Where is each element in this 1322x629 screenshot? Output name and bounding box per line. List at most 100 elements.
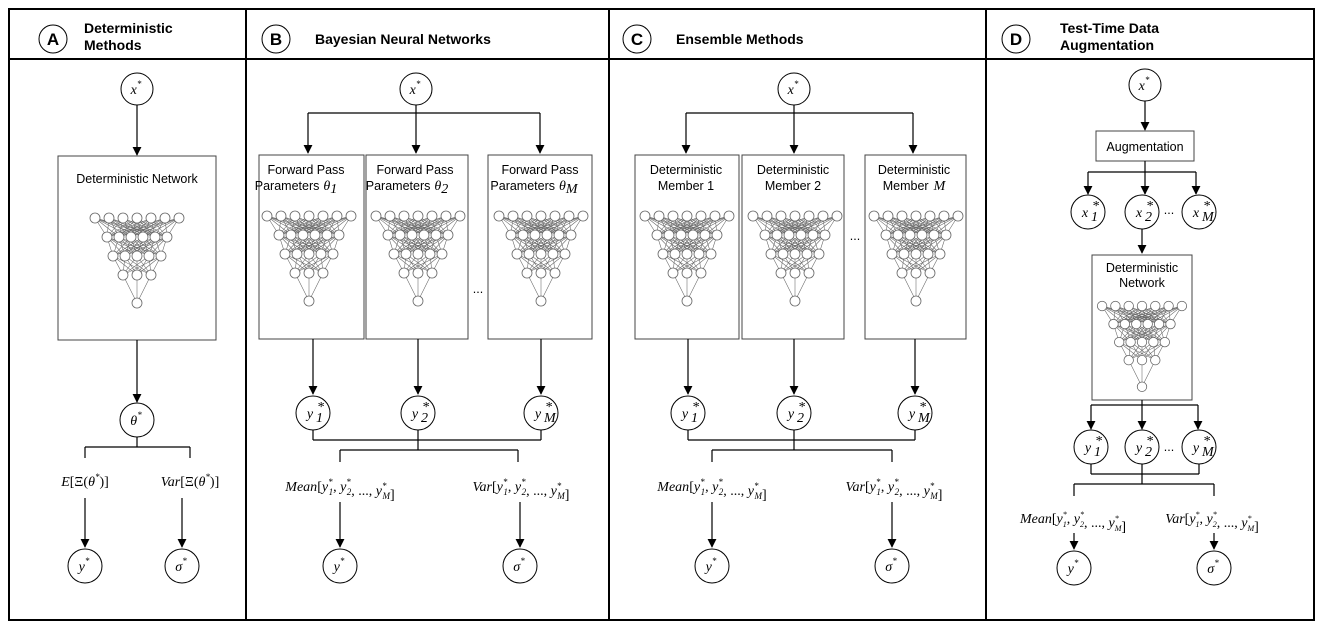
panel-title: Ensemble Methods: [676, 31, 804, 47]
network-label-line: Deterministic: [1106, 261, 1178, 275]
input-node: [1128, 68, 1162, 102]
svg-text:*: *: [1092, 199, 1099, 214]
node-label: y*M: [1191, 434, 1215, 460]
svg-text:y: y: [410, 407, 419, 422]
variance-expression: Var[y*1, y*2, ..., y*M]: [1165, 510, 1259, 535]
svg-text:2: 2: [421, 411, 428, 426]
svg-text:2: 2: [797, 411, 804, 426]
svg-text:y: y: [1191, 441, 1200, 456]
svg-text:*: *: [692, 400, 699, 415]
panel-letter: B: [270, 30, 282, 49]
svg-text:σ*: σ*: [513, 556, 525, 575]
box-label-line: Deterministic: [878, 163, 950, 177]
neural-network-icon: [89, 212, 185, 309]
svg-text:Var[y*1, y*2, ..., y*M]: Var[y*1, y*2, ..., y*M]: [473, 477, 570, 503]
node-label: σ*: [513, 556, 525, 575]
svg-text:y*: y*: [332, 556, 345, 575]
node-label: σ*: [1207, 558, 1219, 577]
svg-text:y: y: [907, 407, 916, 422]
node-label: y*1: [305, 400, 324, 426]
node-label: y*: [704, 556, 717, 575]
neural-network-icon: [493, 210, 589, 307]
network-label: Deterministic Network: [76, 172, 198, 186]
ellipsis: ...: [473, 282, 483, 296]
svg-text:x*: x*: [1138, 75, 1150, 94]
output-sigma-node: [1196, 550, 1232, 586]
node-label: x*: [787, 79, 799, 98]
node-label: x*M: [1192, 199, 1215, 225]
node-label: σ*: [885, 556, 897, 575]
output-mean-node: [1056, 550, 1092, 586]
svg-text:*: *: [1146, 199, 1153, 214]
svg-text:y: y: [1134, 441, 1143, 456]
node-label: y*2: [1134, 434, 1153, 460]
svg-text:y: y: [1083, 441, 1092, 456]
svg-text:y*: y*: [704, 556, 717, 575]
neural-network-icon: [747, 210, 843, 307]
svg-text:1: 1: [316, 411, 323, 426]
node-label: x*1: [1081, 199, 1099, 225]
svg-text:Mean[y*1, y*2, ..., y*M]: Mean[y*1, y*2, ..., y*M]: [284, 477, 394, 503]
output-mean-node: [322, 548, 358, 584]
svg-text:y*: y*: [1066, 558, 1079, 577]
ellipsis: ...: [850, 229, 860, 243]
svg-text:x*: x*: [787, 79, 799, 98]
svg-text:y: y: [786, 407, 795, 422]
node-label: x*2: [1135, 199, 1153, 225]
input-node: [777, 72, 811, 106]
panel-title-line: Deterministic: [84, 20, 173, 36]
input-node: [399, 72, 433, 106]
box-label-line: Deterministic: [757, 163, 829, 177]
variance-expression: Var[Ξ(θ*)]: [161, 472, 220, 490]
svg-text:M: M: [917, 411, 931, 426]
panel-title: Bayesian Neural Networks: [315, 31, 491, 47]
output-sigma-node: [874, 548, 910, 584]
svg-text:Var[y*1, y*2, ..., y*M]: Var[y*1, y*2, ..., y*M]: [846, 477, 943, 503]
input-label: x*: [130, 79, 142, 98]
node-label: y*2: [786, 400, 805, 426]
node-label: y*: [77, 556, 90, 575]
neural-network-icon: [261, 210, 357, 307]
variance-expression: Var[y*1, y*2, ..., y*M]: [846, 477, 943, 503]
output-mean-node: [67, 548, 103, 584]
panel-b-header: B Bayesian Neural Networks: [261, 24, 491, 54]
node-label: y*M: [533, 400, 557, 426]
mean-expression: Mean[y*1, y*2, ..., y*M]: [284, 477, 394, 503]
svg-text:x*: x*: [409, 79, 421, 98]
output-mean-node: [694, 548, 730, 584]
node-label: y*1: [680, 400, 699, 426]
panel-letter-badge: [261, 24, 291, 54]
augmentation-label: Augmentation: [1106, 140, 1183, 154]
ellipsis: ...: [1164, 203, 1174, 217]
box-label-line: Deterministic: [650, 163, 722, 177]
svg-text:σ*: σ*: [175, 556, 187, 575]
neural-network-icon: [639, 210, 735, 307]
mean-expression: Mean[y*1, y*2, ..., y*M]: [656, 477, 766, 503]
panel-b: x* Forward Pass Forward Pass Forward Pas…: [255, 72, 593, 584]
panel-c-header: C Ensemble Methods: [622, 24, 804, 54]
svg-text:*: *: [1095, 434, 1102, 449]
svg-text:σ*: σ*: [885, 556, 897, 575]
svg-text:*: *: [1146, 434, 1153, 449]
svg-text:x: x: [1081, 206, 1089, 221]
output-sigma-node: [502, 548, 538, 584]
svg-text:*: *: [1203, 199, 1210, 214]
svg-text:1: 1: [691, 411, 698, 426]
ellipsis: ...: [1164, 440, 1174, 454]
panel-title-line: Test-Time Data: [1060, 20, 1159, 36]
augmentation-box: [1095, 130, 1195, 162]
figure-frame: [8, 8, 1315, 621]
panel-letter: C: [631, 30, 643, 49]
panel-d-header: D Test-Time Data Augmentation: [1001, 20, 1159, 54]
panel-title-line: Methods: [84, 37, 142, 53]
svg-text:M: M: [1201, 445, 1215, 460]
panel-title-line: Augmentation: [1060, 37, 1154, 53]
svg-text:y: y: [680, 407, 689, 422]
svg-text:x: x: [1192, 206, 1200, 221]
node-label: x*: [409, 79, 421, 98]
svg-text:y*: y*: [77, 556, 90, 575]
